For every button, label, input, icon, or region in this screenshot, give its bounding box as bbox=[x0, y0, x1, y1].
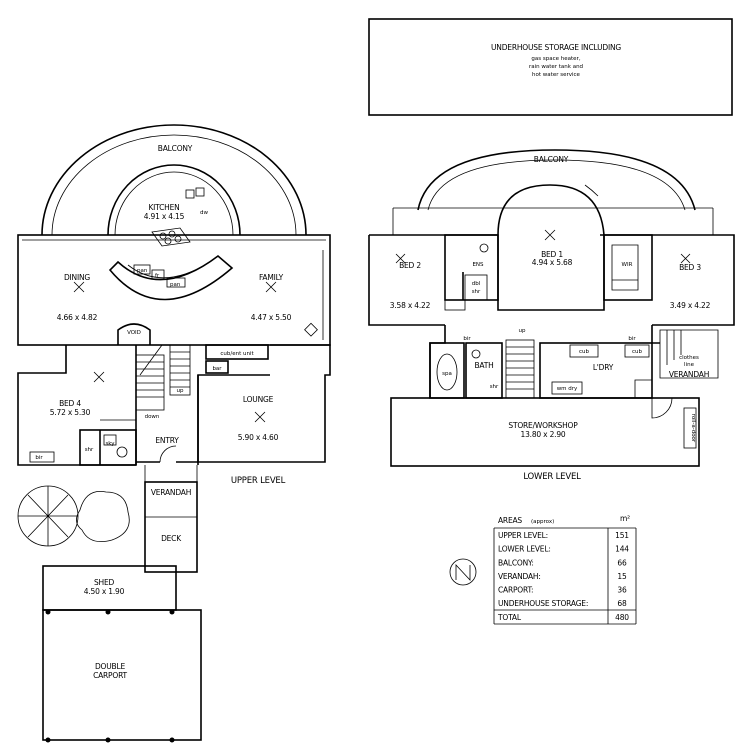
storage-note-line2: gas space heater, bbox=[531, 56, 580, 62]
pantry-label-2: pan bbox=[170, 282, 181, 288]
shed-label: SHED bbox=[94, 578, 115, 587]
upper-balcony-label: BALCONY bbox=[158, 144, 193, 153]
bed4-dimensions: 5.72 x 5.30 bbox=[50, 408, 91, 417]
wir-label: WIR bbox=[622, 262, 633, 268]
bed4-label: BED 4 bbox=[59, 399, 81, 408]
bed2-dimensions: 3.58 x 4.22 bbox=[390, 301, 431, 310]
upper-shower-label: shr bbox=[85, 447, 94, 453]
bath-label: BATH bbox=[474, 361, 493, 370]
family-dimensions: 4.47 x 5.50 bbox=[251, 313, 292, 322]
areas-row-label: UNDERHOUSE STORAGE: bbox=[498, 599, 588, 608]
areas-total-value: 480 bbox=[615, 613, 629, 622]
kitchen-wall bbox=[107, 164, 241, 236]
lower-bir-right-label: bir bbox=[628, 336, 636, 342]
cupboard-label-1: cub bbox=[579, 349, 590, 355]
skylight-label: sky bbox=[105, 441, 115, 447]
north-compass-icon bbox=[449, 558, 477, 586]
areas-row-label: LOWER LEVEL: bbox=[498, 545, 551, 554]
dining-dimensions: 4.66 x 4.82 bbox=[57, 313, 98, 322]
storage-note-line3: rain water tank and bbox=[529, 64, 583, 70]
cub-ent-unit-label: cub/ent unit bbox=[220, 351, 254, 357]
upper-balcony-outline bbox=[41, 124, 307, 236]
family-label: FAMILY bbox=[259, 273, 284, 282]
clothes-line-label-2: line bbox=[684, 362, 695, 368]
void-label: VOID bbox=[127, 330, 141, 336]
areas-row-value: 36 bbox=[617, 586, 627, 595]
lounge-dimensions: 5.90 x 4.60 bbox=[238, 433, 279, 442]
areas-unit: m² bbox=[620, 514, 630, 523]
kitchen-label: KITCHEN bbox=[148, 203, 179, 212]
carport-label-line2: CARPORT bbox=[93, 671, 127, 680]
underhouse-storage-note: UNDERHOUSE STORAGE INCLUDING gas space h… bbox=[368, 18, 733, 116]
shed-dimensions: 4.50 x 1.90 bbox=[84, 587, 125, 596]
upper-level-plan bbox=[17, 124, 331, 743]
lower-balcony-label: BALCONY bbox=[534, 155, 569, 164]
lower-balcony-outline bbox=[417, 149, 696, 211]
entry-label: ENTRY bbox=[155, 436, 179, 445]
clothes-line-label-1: clothes bbox=[679, 355, 699, 361]
cupboard-label-2: cub bbox=[632, 349, 643, 355]
areas-row-value: 15 bbox=[617, 572, 627, 581]
shrub-icon bbox=[76, 491, 130, 543]
carport-label-line1: DOUBLE bbox=[95, 662, 125, 671]
areas-row-label: CARPORT: bbox=[498, 586, 533, 595]
bed2-label: BED 2 bbox=[399, 261, 421, 270]
lounge-label: LOUNGE bbox=[243, 395, 274, 404]
areas-row-label: VERANDAH: bbox=[498, 572, 541, 581]
upper-stairs-up-label: up bbox=[177, 388, 184, 394]
areas-row-value: 68 bbox=[617, 599, 627, 608]
upper-level-labels: BALCONY KITCHEN 4.91 x 4.15 dw pan fr pa… bbox=[35, 144, 291, 680]
deck-label: DECK bbox=[161, 534, 182, 543]
lower-bir-left-label: bir bbox=[463, 336, 471, 342]
upper-stairs-down-label: down bbox=[145, 414, 160, 420]
double-shower-label-line2: shr bbox=[472, 289, 481, 295]
lower-stairs-up-label: up bbox=[519, 328, 526, 334]
areas-row-label: BALCONY: bbox=[498, 558, 534, 567]
areas-row-value: 151 bbox=[615, 531, 629, 540]
lower-level-plan bbox=[368, 149, 735, 467]
laundry-label: L'DRY bbox=[593, 363, 614, 372]
areas-row-value: 144 bbox=[615, 545, 629, 554]
areas-header: AREAS bbox=[498, 516, 522, 525]
areas-row-label: UPPER LEVEL: bbox=[498, 531, 548, 540]
bed1-dimensions: 4.94 x 5.68 bbox=[532, 258, 573, 267]
spa-label: spa bbox=[442, 371, 452, 377]
upper-level-caption: UPPER LEVEL bbox=[231, 476, 286, 486]
areas-header-note: (approx) bbox=[531, 519, 554, 525]
lower-level-labels: BALCONY BED 1 4.94 x 5.68 BED 2 3.58 x 4… bbox=[390, 155, 711, 482]
kitchen-dimensions: 4.91 x 4.15 bbox=[144, 212, 185, 221]
bar-label: bar bbox=[212, 366, 222, 372]
bed3-dimensions: 3.49 x 4.22 bbox=[670, 301, 711, 310]
ensuite-label: ENS bbox=[472, 262, 484, 268]
tree-icon bbox=[17, 485, 79, 547]
bed3-label: BED 3 bbox=[679, 263, 701, 272]
bed1-label: BED 1 bbox=[541, 250, 563, 259]
areas-row-value: 66 bbox=[617, 558, 627, 567]
dining-label: DINING bbox=[64, 273, 90, 282]
storage-note-line1: UNDERHOUSE STORAGE INCLUDING bbox=[491, 43, 621, 52]
pantry-label-1: pan bbox=[137, 268, 148, 274]
store-workshop-dimensions: 13.80 x 2.90 bbox=[521, 430, 566, 439]
storage-note-line4: hot water service bbox=[532, 72, 580, 78]
upper-verandah-label: VERANDAH bbox=[151, 488, 191, 497]
dishwasher-label: dw bbox=[200, 210, 208, 216]
lower-verandah-label: VERANDAH bbox=[669, 370, 709, 379]
upper-bir-label: bir bbox=[35, 455, 43, 461]
fridge-label: fr bbox=[155, 273, 160, 279]
areas-total-label: TOTAL bbox=[497, 613, 522, 622]
roll-a-door-label: roll-a-door bbox=[690, 414, 696, 443]
double-shower-label-line1: dbl bbox=[472, 281, 481, 287]
washer-dryer-label: wm dry bbox=[557, 386, 578, 392]
store-workshop-label: STORE/WORKSHOP bbox=[508, 421, 578, 430]
lower-level-caption: LOWER LEVEL bbox=[523, 472, 581, 482]
lower-shower-label: shr bbox=[490, 384, 499, 390]
